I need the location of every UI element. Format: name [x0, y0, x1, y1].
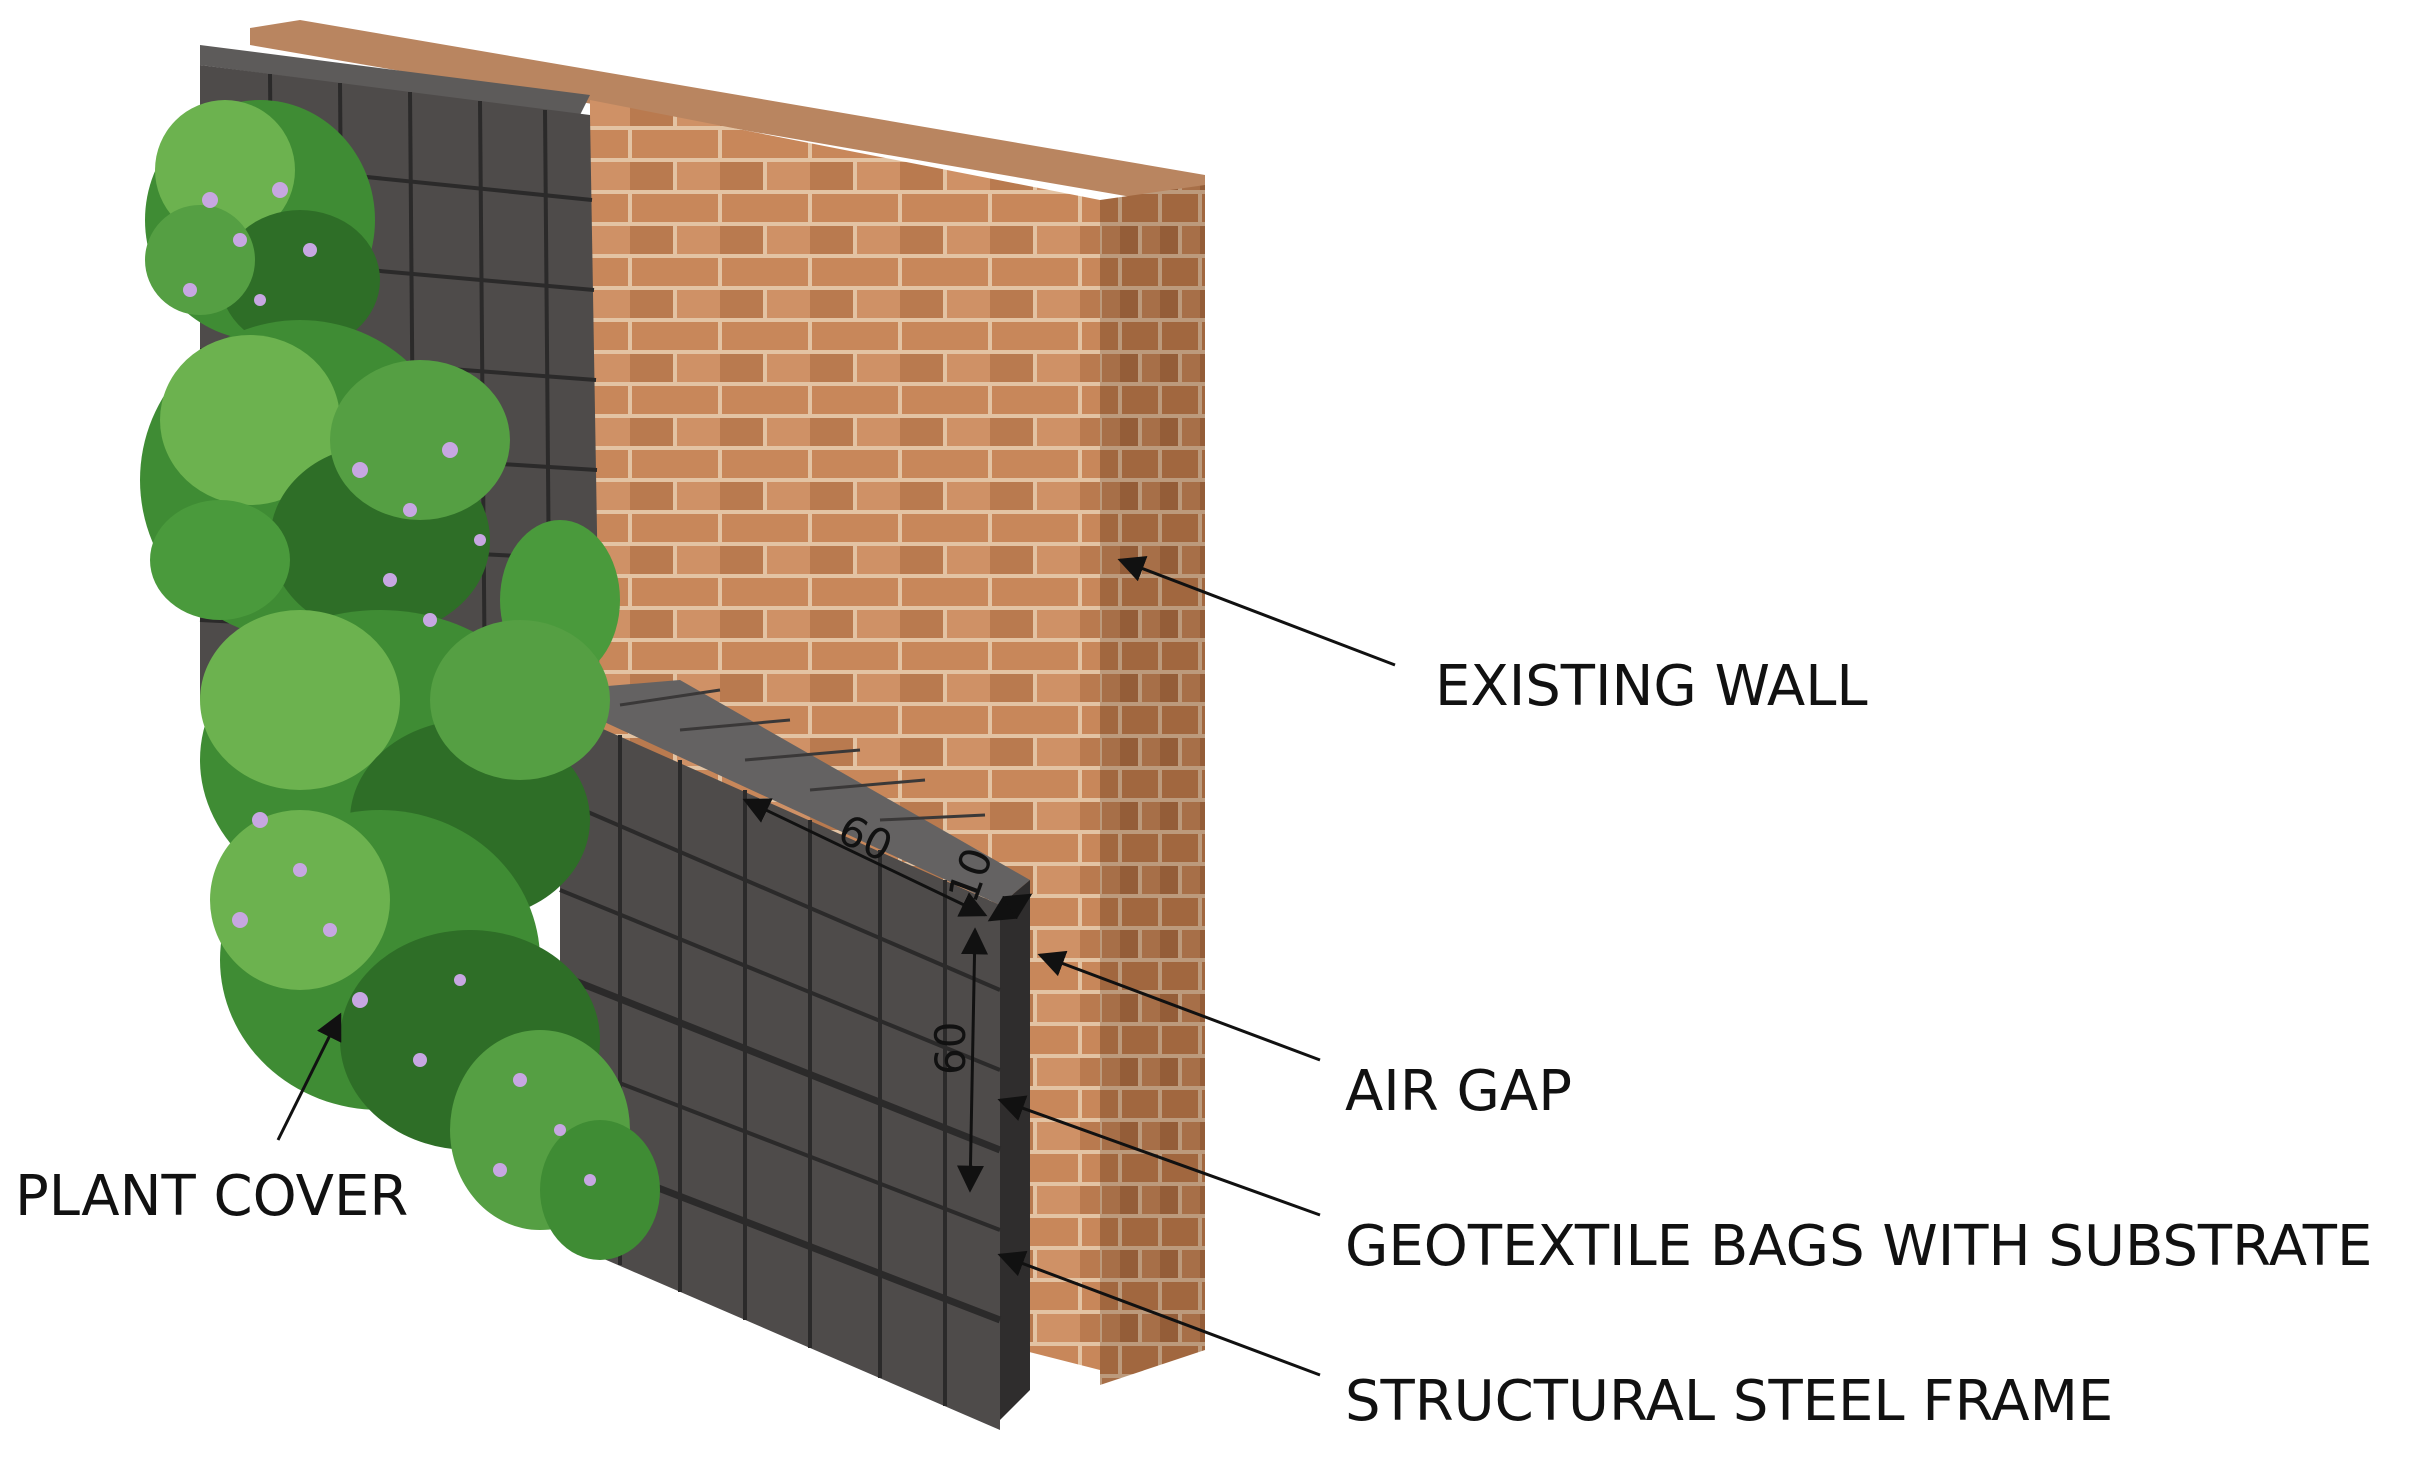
lower-block-side-gap: [1000, 880, 1030, 1420]
leader-existing-wall: [1117, 556, 1396, 667]
dim-width-line: [742, 798, 988, 917]
label-geotextile-bags: GEOTEXTILE BAGS WITH SUBSTRATE: [1345, 1214, 2372, 1279]
label-air-gap: AIR GAP: [1345, 1059, 1572, 1124]
plant-cover: [140, 100, 660, 1260]
leader-plant-cover: [276, 1012, 342, 1141]
wall-top-cap: [250, 20, 1205, 205]
dim-height-label: 60: [926, 1022, 975, 1075]
leader-lines: [276, 556, 1396, 1377]
leader-air-gap: [1037, 950, 1321, 1062]
label-existing-wall: EXISTING WALL: [1435, 654, 1868, 719]
foliage-cluster-mid: [140, 320, 620, 680]
leader-structural-frame: [997, 1250, 1321, 1377]
dim-gap-line: [987, 893, 1033, 922]
lower-block-seams: [558, 735, 1002, 1406]
foliage-cluster-bottom: [210, 810, 660, 1260]
dim-height-line: [956, 927, 989, 1193]
wall-side-face: [1100, 185, 1205, 1385]
foliage-cluster-top: [145, 100, 380, 350]
wall-side-shade: [1100, 185, 1205, 1385]
label-structural-frame: STRUCTURAL STEEL FRAME: [1345, 1369, 2113, 1434]
label-plant-cover: PLANT COVER: [15, 1164, 408, 1229]
upper-block-top: [200, 45, 590, 115]
flowers: [183, 182, 596, 1186]
leader-geotextile: [997, 1095, 1321, 1217]
callout-labels: EXISTING WALL AIR GAP GEOTEXTILE BAGS WI…: [15, 654, 2372, 1434]
